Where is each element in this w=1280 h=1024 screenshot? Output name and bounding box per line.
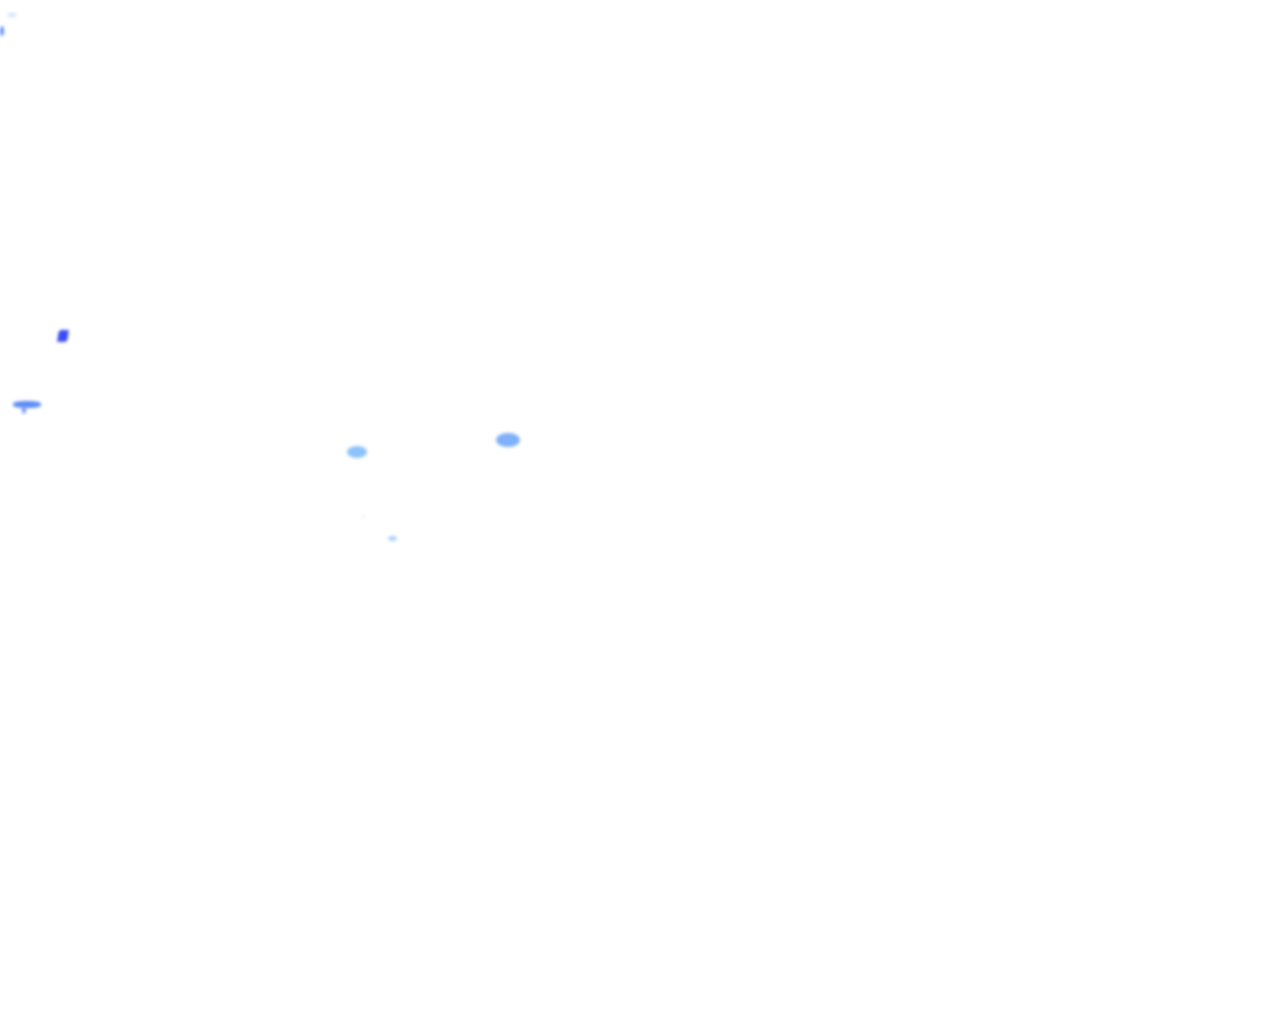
blob-tiny xyxy=(362,515,365,518)
blob-dot xyxy=(388,536,397,541)
blob-top-left xyxy=(0,26,4,36)
blob-center xyxy=(347,446,367,458)
blob-right xyxy=(496,433,520,447)
blob-small-square xyxy=(56,330,70,342)
blob-hook-shape xyxy=(13,401,41,408)
blob-top-left-faint xyxy=(7,13,17,17)
blob-hook-stem xyxy=(22,405,26,414)
